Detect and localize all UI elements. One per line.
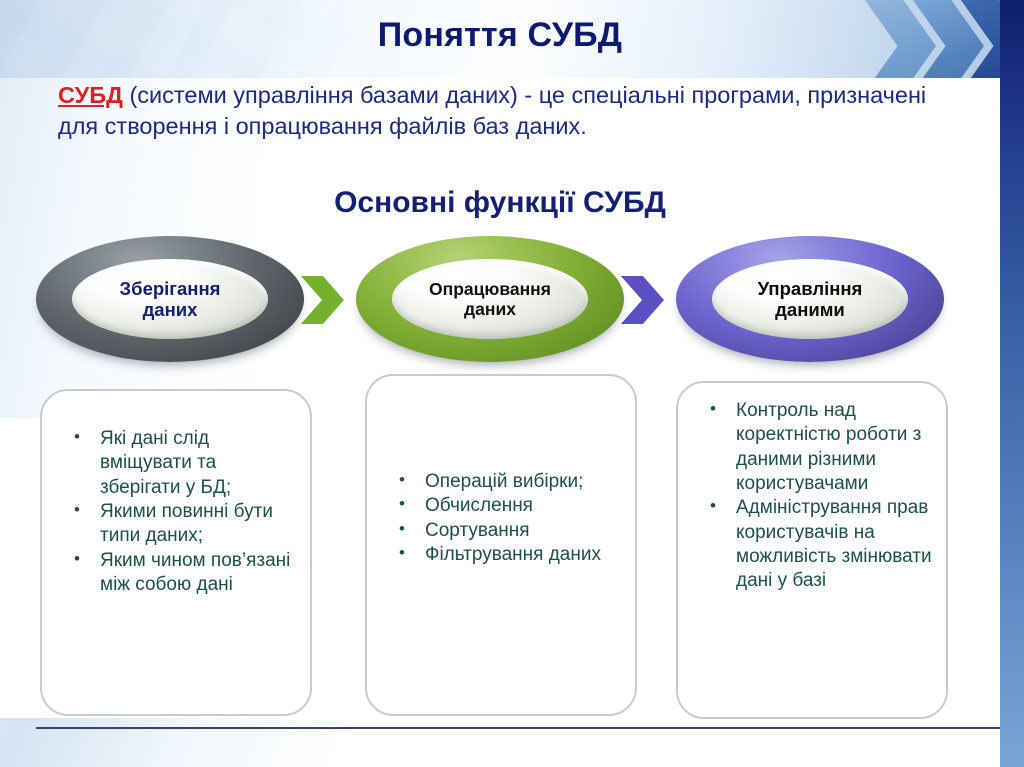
list-item: Адміністрування прав користувачів на мож… (696, 495, 934, 593)
detail-list-storage: Які дані слід вміщувати та зберігати у Б… (60, 426, 298, 598)
flow-arrow-green-icon (300, 276, 344, 324)
flow-diagram: Зберігання даних Опрацювання даних Управ… (0, 236, 1000, 366)
detail-list-processing: Операцій вибірки; Обчислення Сортування … (385, 469, 623, 567)
lead-keyword: СУБД (58, 82, 123, 108)
flow-node-storage: Зберігання даних (36, 236, 304, 362)
page-title: Поняття СУБД (377, 16, 623, 54)
list-item: Які дані слід вміщувати та зберігати у Б… (60, 426, 298, 500)
list-item: Яким чином пов’язані між собою дані (60, 548, 298, 598)
list-item: Контроль над коректністю роботи з даними… (696, 398, 934, 496)
flow-node-processing-inner: Опрацювання даних (392, 259, 588, 339)
lead-paragraph: СУБД (системи управління базами даних) -… (58, 80, 958, 142)
detail-box-management: Контроль над коректністю роботи з даними… (676, 381, 948, 719)
flow-node-storage-line1: Зберігання (119, 277, 221, 299)
flow-node-management-line1: Управління (757, 277, 863, 299)
header-background-wash (0, 0, 1024, 86)
list-item: Операцій вибірки; (385, 469, 623, 494)
flow-arrow-purple-icon (620, 276, 664, 324)
bottom-divider (36, 727, 1000, 729)
detail-box-storage: Які дані слід вміщувати та зберігати у Б… (40, 389, 312, 716)
list-item: Якими повинні бути типи даних; (60, 499, 298, 549)
flow-node-management: Управління даними (676, 236, 944, 362)
flow-node-processing-line2: даних (464, 299, 516, 319)
lead-rest: (системи управління базами даних) - це с… (58, 82, 927, 140)
list-item: Обчислення (385, 493, 623, 518)
flow-node-processing-line1: Опрацювання (429, 278, 551, 299)
flow-node-management-inner: Управління даними (712, 259, 908, 339)
right-accent-bar (1000, 0, 1024, 767)
detail-list-management: Контроль над коректністю роботи з даними… (696, 398, 934, 594)
flow-node-storage-inner: Зберігання даних (72, 259, 268, 339)
list-item: Сортування (385, 518, 623, 543)
detail-box-processing: Операцій вибірки; Обчислення Сортування … (365, 374, 637, 716)
section-title: Основні функції СУБД (334, 186, 666, 219)
flow-node-storage-line2: даних (142, 299, 198, 320)
list-item: Фільтрування даних (385, 542, 623, 567)
flow-node-processing: Опрацювання даних (356, 236, 624, 362)
flow-node-management-line2: даними (775, 299, 845, 320)
